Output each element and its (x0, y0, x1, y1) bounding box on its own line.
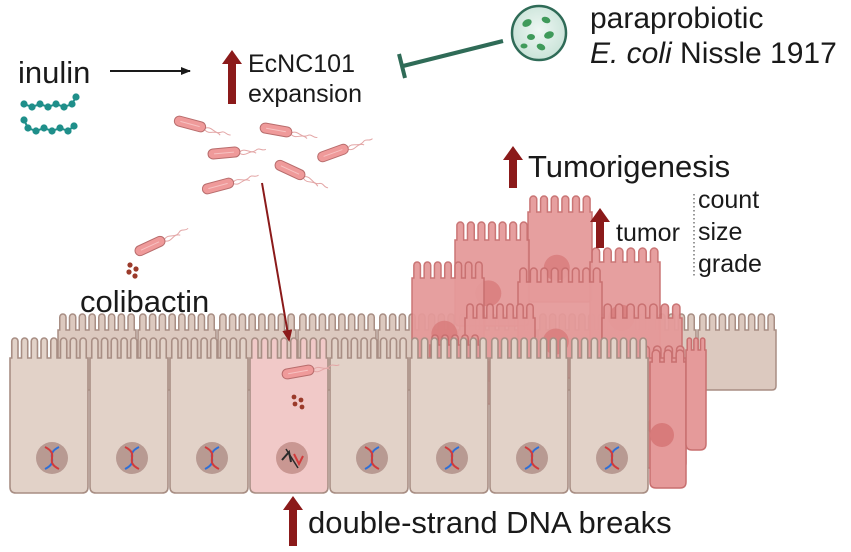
dna-helix-icon (124, 446, 140, 470)
epithelial-cell (9, 337, 89, 494)
inulin-bead (72, 93, 80, 101)
inulin-bead (48, 127, 56, 135)
inulin-bead (24, 124, 32, 132)
inhibition-line (397, 39, 504, 79)
inulin-bead (20, 100, 28, 108)
increase-arrows (222, 50, 610, 546)
inulin-bead (28, 103, 36, 111)
ecoli-italic: E. coli (590, 37, 672, 70)
nissle-strain: Nissle 1917 (671, 37, 837, 70)
back-cell (697, 313, 777, 391)
inulin-bead (20, 116, 28, 124)
tumor-up-arrow (590, 208, 610, 248)
damaged-dna-icon (281, 448, 304, 469)
dsb-label: double-strand DNA breaks (308, 505, 672, 540)
ecn-up-arrow (222, 50, 242, 104)
bacterium-icon (173, 115, 231, 136)
epithelial-cell (169, 337, 249, 494)
tumor-cell (649, 349, 687, 489)
ecn-label-line1: EcNC101 (248, 50, 355, 78)
tumorigenesis-label: Tumorigenesis (528, 149, 731, 184)
epithelial-cell (329, 337, 409, 494)
tumor-attr-grade: grade (698, 250, 762, 278)
nissle-bacteria-icon (510, 4, 568, 62)
epithelial-cell (89, 337, 169, 494)
inulin-bead (64, 127, 72, 135)
tumor-attr-size: size (698, 218, 743, 246)
inulin-bead (68, 100, 76, 108)
tumor-label: tumor (616, 219, 680, 247)
dna-helix-icon (204, 446, 220, 470)
dna-helix-icon (364, 446, 380, 470)
ecn-label-line2: expansion (248, 80, 362, 108)
tumor-cell (685, 337, 707, 451)
bacterium-icon (134, 227, 189, 257)
inulin-chain-icon (20, 93, 80, 135)
infection-arrow (261, 182, 293, 342)
bacterium-icon (201, 174, 259, 195)
bacteria-group (134, 115, 373, 380)
epithelial-cell (569, 337, 649, 494)
colibactin-label: colibactin (80, 284, 210, 319)
inulin-bead (60, 103, 68, 111)
inulin-bead (40, 124, 48, 132)
colibactin-dots-icon (126, 262, 305, 410)
tumorigenesis-up-arrow (503, 146, 523, 188)
epithelial-cell (409, 337, 489, 494)
inulin-bead (70, 122, 78, 130)
bacterium-icon (281, 364, 340, 380)
paraprobiotic-label: paraprobiotic (590, 2, 764, 35)
inulin-bead (52, 100, 60, 108)
bacterium-icon (317, 138, 373, 163)
bacterium-icon (207, 146, 267, 160)
tumor-attr-count: count (698, 186, 760, 214)
dna-helix-icon (44, 446, 60, 470)
epithelium-front-row (9, 337, 707, 494)
inulin-label: inulin (18, 55, 91, 90)
tumor-nucleus (650, 423, 674, 447)
dsb-up-arrow (283, 496, 303, 546)
dna-helix-icon (444, 446, 460, 470)
bacterium-icon (274, 159, 329, 189)
dna-helix-icon (604, 446, 620, 470)
inulin-bead (56, 124, 64, 132)
dna-helix-icon (524, 446, 540, 470)
epithelial-cell (489, 337, 569, 494)
nissle-label: E. coli Nissle 1917 (590, 37, 837, 71)
damaged-cell (249, 337, 329, 494)
inulin-bead (44, 103, 52, 111)
inulin-bead (32, 127, 40, 135)
bacterium-icon (259, 122, 318, 139)
inulin-bead (36, 100, 44, 108)
